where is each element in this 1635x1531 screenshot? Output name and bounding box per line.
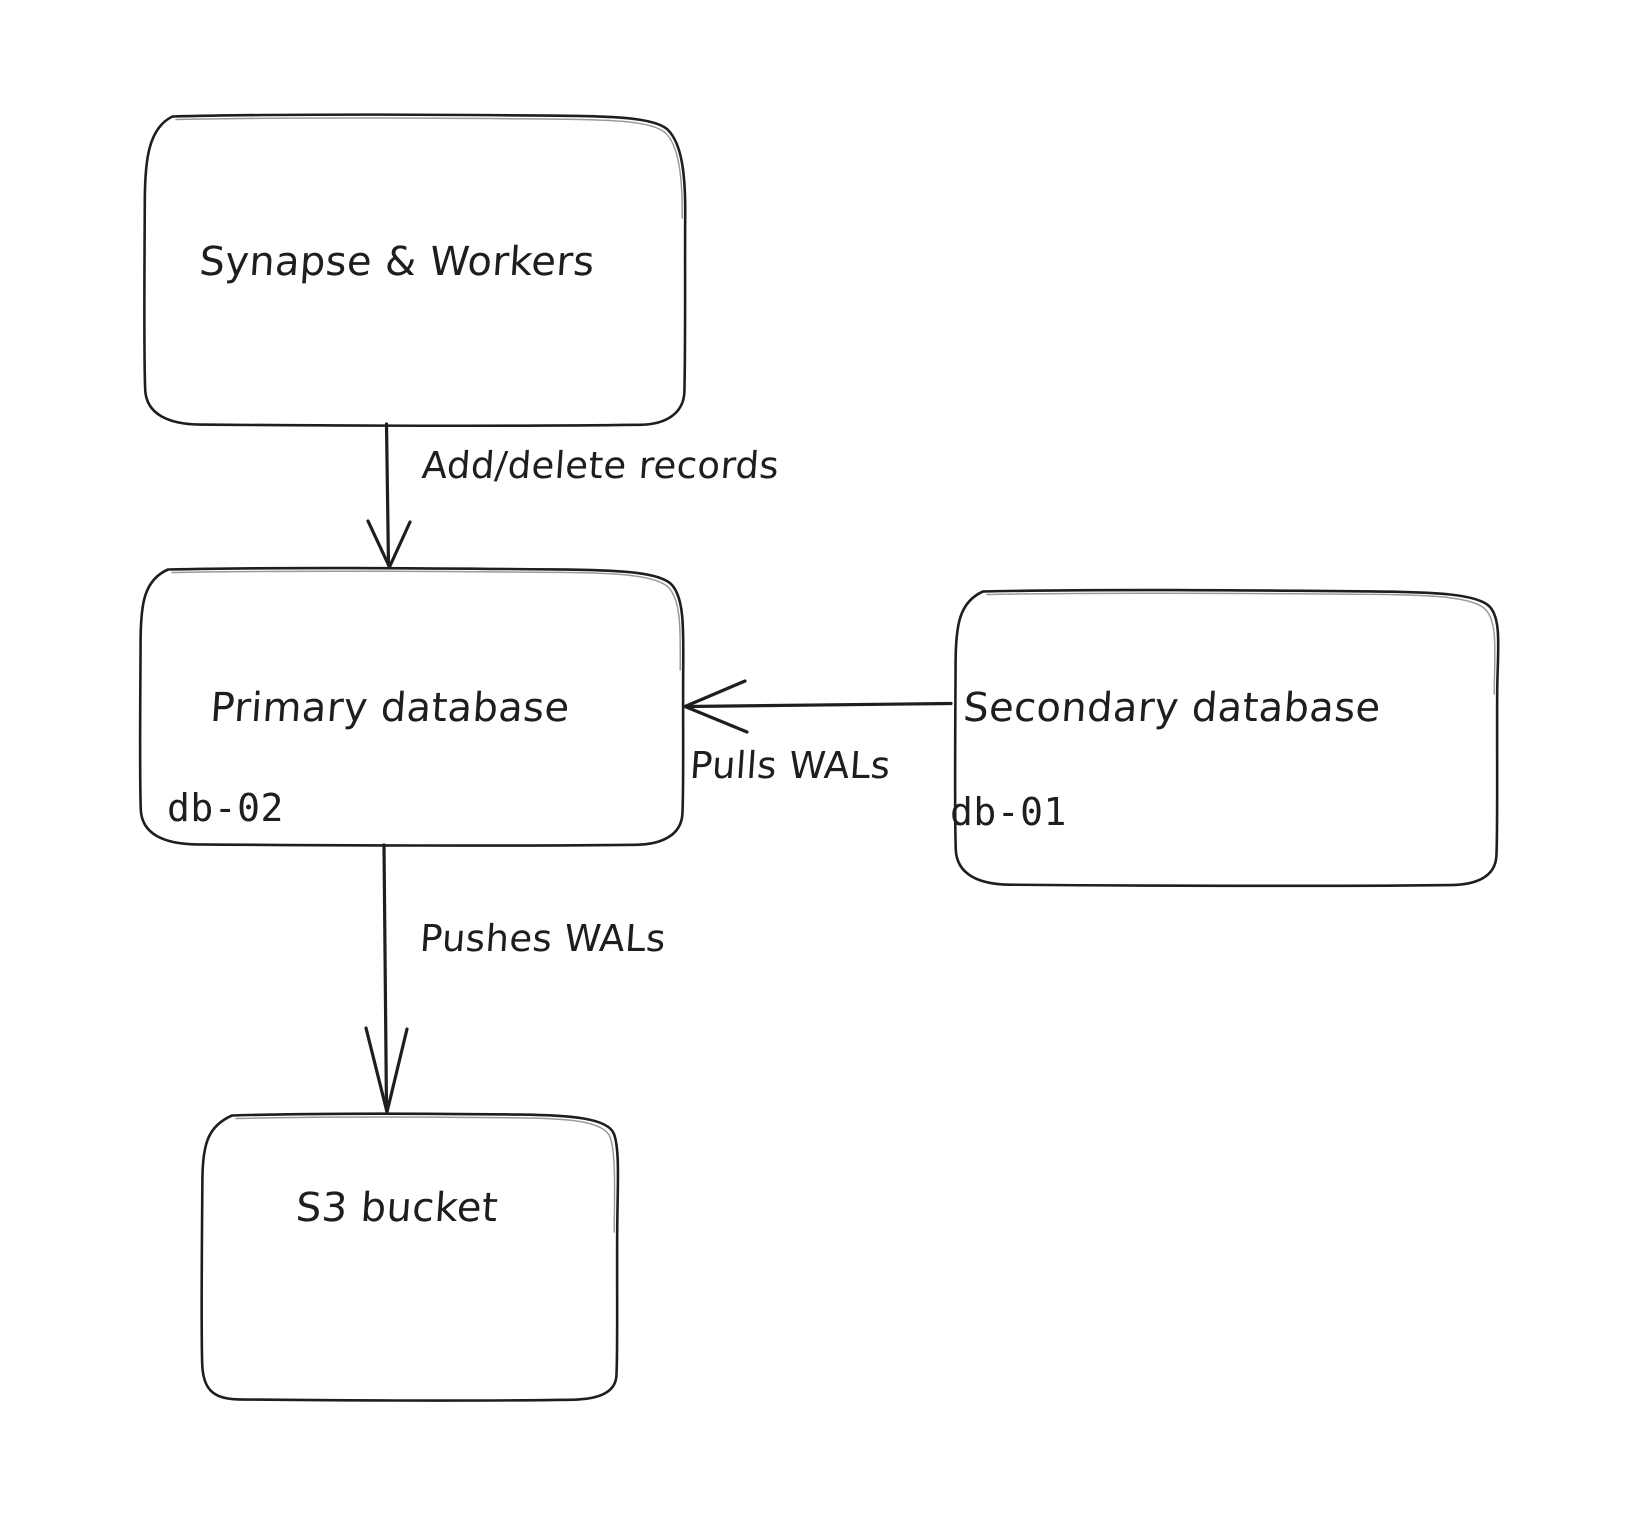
node-primary-database-shape-sketch xyxy=(171,570,682,671)
edge-secondary-to-primary-arrowhead xyxy=(683,679,749,734)
node-synapse-workers-shape xyxy=(143,113,687,428)
edge-synapse-to-primary-line xyxy=(384,422,391,567)
edge-synapse-to-primary-arrowhead xyxy=(366,519,412,569)
node-secondary-database-shape-sketch xyxy=(986,592,1496,695)
node-s3-bucket-shape-sketch xyxy=(235,1116,616,1233)
edge-primary-to-s3-arrowhead xyxy=(364,1026,409,1114)
edge-primary-to-s3-line xyxy=(382,843,389,1112)
edge-synapse-to-primary xyxy=(366,422,412,569)
node-primary-database[interactable] xyxy=(138,566,685,847)
node-primary-database-label: Primary database xyxy=(208,685,572,731)
edge-primary-to-s3-label: Pushes WALs xyxy=(418,917,668,960)
edge-secondary-to-primary-label: Pulls WALs xyxy=(688,744,892,787)
node-s3-bucket-shape xyxy=(200,1112,620,1402)
node-synapse-workers-shape-sketch xyxy=(175,117,683,219)
node-secondary-database[interactable] xyxy=(953,588,1500,888)
node-s3-bucket[interactable] xyxy=(200,1112,620,1402)
edge-primary-to-s3 xyxy=(364,843,409,1114)
edge-synapse-to-primary-label: Add/delete records xyxy=(420,444,781,487)
node-secondary-database-label: Secondary database xyxy=(961,685,1383,731)
edge-secondary-to-primary-line xyxy=(686,701,953,709)
edge-secondary-to-primary xyxy=(683,679,953,734)
node-secondary-database-shape xyxy=(953,588,1500,888)
node-s3-bucket-label: S3 bucket xyxy=(294,1185,500,1231)
node-primary-database-id: db-02 xyxy=(167,786,284,830)
node-synapse-workers[interactable] xyxy=(143,113,687,428)
node-primary-database-shape xyxy=(138,566,685,847)
node-synapse-workers-label: Synapse & Workers xyxy=(197,239,597,285)
node-secondary-database-id: db-01 xyxy=(950,790,1067,834)
